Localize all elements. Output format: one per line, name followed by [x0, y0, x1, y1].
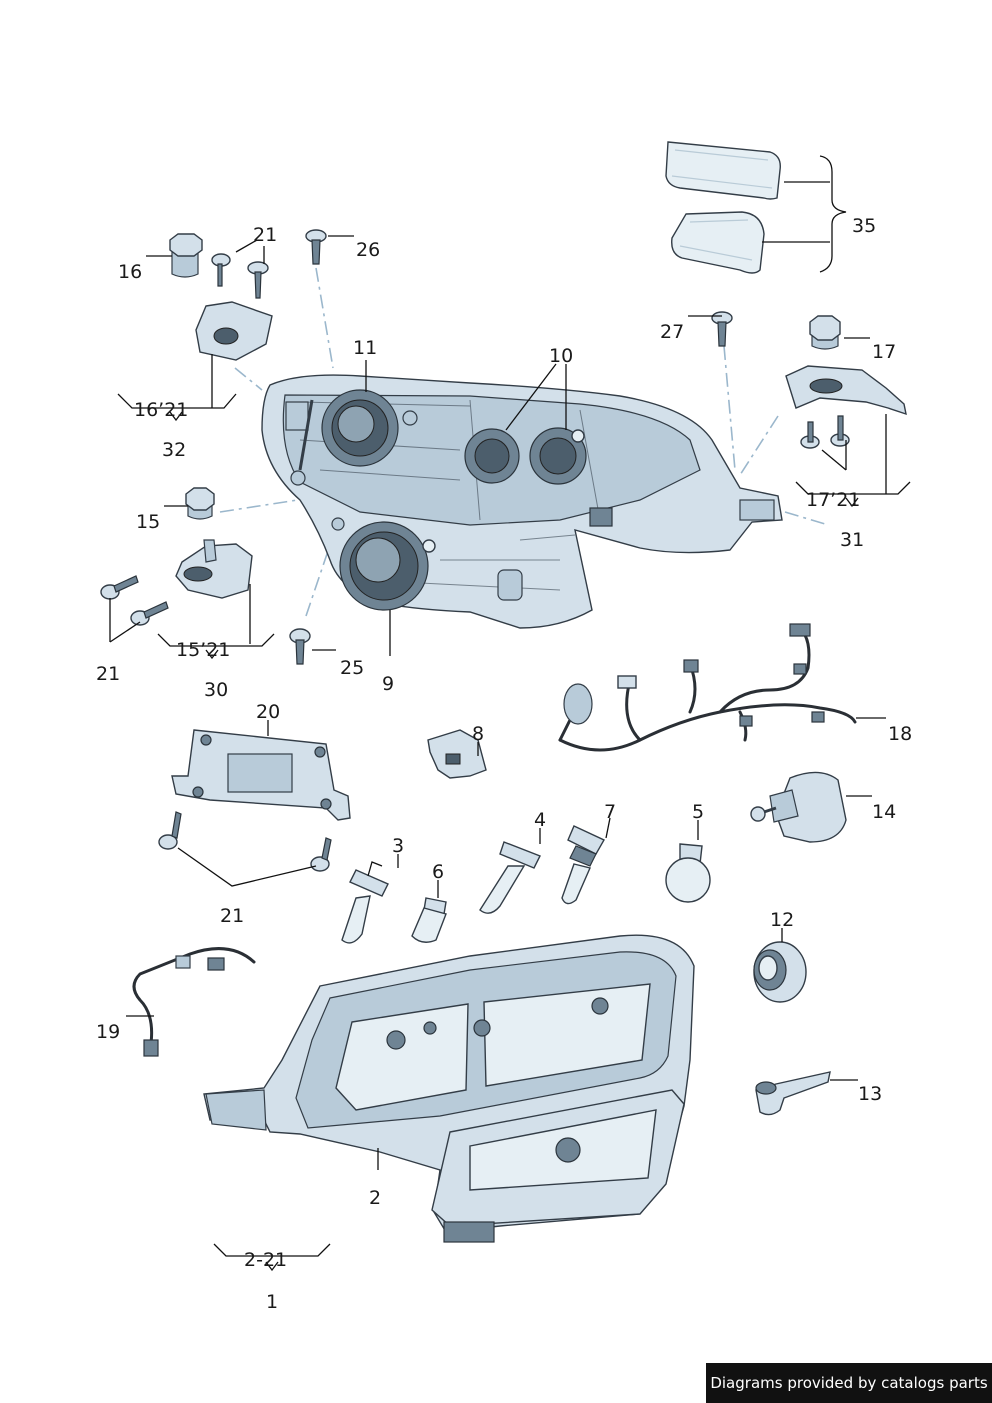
screw-part-25	[289, 628, 311, 665]
bulb-part-7	[561, 825, 605, 905]
bracket-part-30	[175, 539, 253, 599]
label-17-21: 17’21	[806, 489, 860, 511]
label-21-top: 21	[253, 224, 277, 246]
label-7: 7	[604, 801, 616, 823]
bracket-part-31	[785, 365, 907, 416]
label-15-21: 15’21	[176, 639, 230, 661]
bulb-part-4	[479, 841, 541, 914]
label-13: 13	[858, 1083, 882, 1105]
label-16: 16	[118, 261, 142, 283]
label-32: 32	[162, 439, 186, 461]
seal-part-13	[755, 1071, 831, 1116]
label-21-left: 21	[96, 663, 120, 685]
assembly-dash-lines	[219, 267, 826, 617]
label-30: 30	[204, 679, 228, 701]
label-31: 31	[840, 529, 864, 551]
nut-part-17	[809, 315, 841, 350]
label-10: 10	[549, 345, 573, 367]
screws-part-21-right	[800, 415, 850, 449]
bracket-part-32	[195, 301, 273, 361]
bulb-holder-part-8	[427, 729, 487, 779]
screws-part-21-left	[100, 575, 169, 626]
label-19: 19	[96, 1021, 120, 1043]
label-2-21: 2-21	[244, 1249, 287, 1271]
credit-text: Diagrams provided by catalogs parts	[710, 1374, 988, 1392]
cap-part-12	[753, 941, 807, 1003]
label-4: 4	[534, 809, 546, 831]
label-17: 17	[872, 341, 896, 363]
catalog-credit-banner: Diagrams provided by catalogs parts	[706, 1363, 992, 1403]
part-labels: 16 21 26 16’21 32 11 10 27 17 17’21 31 3…	[96, 215, 912, 1313]
lens-glass-part-35	[665, 141, 781, 274]
label-9: 9	[382, 673, 394, 695]
screws-part-21-ecu	[158, 811, 332, 872]
label-16-21: 16’21	[134, 399, 188, 421]
nut-part-15	[185, 487, 215, 520]
label-15: 15	[136, 511, 160, 533]
bulb-part-6	[411, 897, 447, 943]
label-5: 5	[692, 801, 704, 823]
label-11: 11	[353, 337, 377, 359]
screw-part-26	[305, 229, 327, 265]
nut-part-16	[169, 233, 203, 278]
levelling-motor-part-14	[750, 771, 847, 843]
label-18: 18	[888, 723, 912, 745]
label-20: 20	[256, 701, 280, 723]
wiring-harness-part-18	[558, 623, 857, 752]
label-14: 14	[872, 801, 896, 823]
label-8: 8	[472, 723, 484, 745]
label-12: 12	[770, 909, 794, 931]
leader-lines	[109, 155, 911, 1272]
control-unit-part-20	[171, 729, 351, 821]
wiring-part-19	[132, 947, 256, 1057]
label-21-ecu: 21	[220, 905, 244, 927]
bulb-part-3	[341, 861, 389, 944]
label-35: 35	[852, 215, 876, 237]
label-26: 26	[356, 239, 380, 261]
label-25: 25	[340, 657, 364, 679]
label-2: 2	[369, 1187, 381, 1209]
label-3: 3	[392, 835, 404, 857]
label-1: 1	[266, 1291, 278, 1313]
screw-part-27	[711, 311, 733, 347]
headlamp-part-2	[203, 934, 695, 1243]
headlight-housing	[261, 374, 783, 629]
bulb-part-5	[665, 843, 711, 903]
label-27: 27	[660, 321, 684, 343]
label-6: 6	[432, 861, 444, 883]
screws-part-21-top	[211, 253, 269, 299]
